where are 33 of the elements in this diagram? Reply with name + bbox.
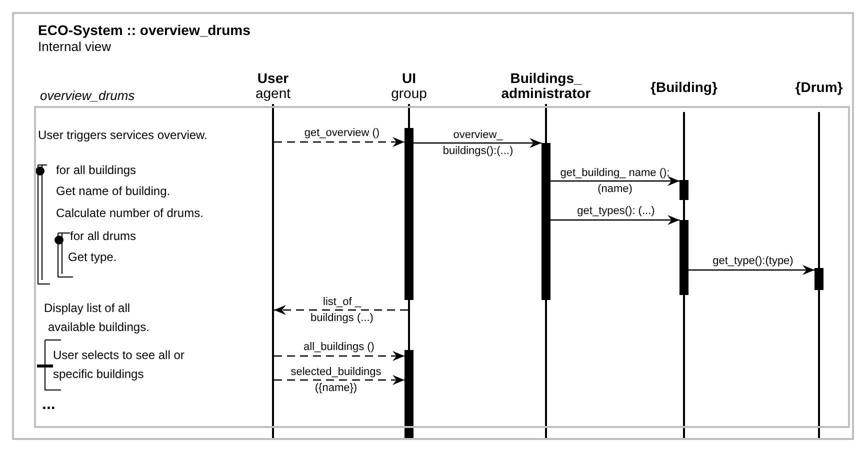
message-label: get_types(): (...) <box>577 205 655 218</box>
message-label: get_building_ name (): (name) <box>560 166 670 197</box>
message-label: all_buildings () <box>304 341 374 354</box>
step-text: Get type. <box>68 250 117 264</box>
participant-type: agent <box>255 86 291 101</box>
message-label: overview_ buildings():(...) <box>442 128 514 159</box>
participant-name: {Building} <box>650 80 718 95</box>
message-arrow <box>274 137 404 147</box>
message-arrow <box>274 375 404 385</box>
participant-name: UI <box>402 71 416 86</box>
message-label: list_of _ buildings (...) <box>310 295 374 326</box>
message-arrow <box>414 138 542 148</box>
step-text: Calculate number of drums. <box>56 206 204 220</box>
participant-name: User <box>257 71 289 86</box>
step-text: Display list of all available buildings. <box>44 300 150 336</box>
step-text: User triggers services overview. <box>38 128 208 142</box>
message-label: get_type():(type) <box>712 255 794 268</box>
subtitle: Internal view <box>38 40 111 54</box>
step-text: Get name of building. <box>56 184 170 198</box>
participant-name: {Drum} <box>795 80 843 95</box>
message-label: selected_buildings ({name}) <box>290 365 382 396</box>
ellipsis: ... <box>42 398 56 412</box>
message-arrow <box>274 305 408 315</box>
frame-title: overview_drums <box>40 89 135 103</box>
message-label: get_overview () <box>304 127 380 140</box>
loop-condition: for all buildings <box>56 163 136 177</box>
message-arrow <box>688 265 814 275</box>
diagram-title: ECO-System :: overview_drums <box>38 23 250 37</box>
loop-condition: for all drums <box>70 229 136 243</box>
message-arrow <box>550 215 680 225</box>
message-arrow <box>274 351 404 361</box>
step-text: User selects to see all or specific buildings <box>53 347 186 383</box>
message-arrow <box>550 176 680 186</box>
